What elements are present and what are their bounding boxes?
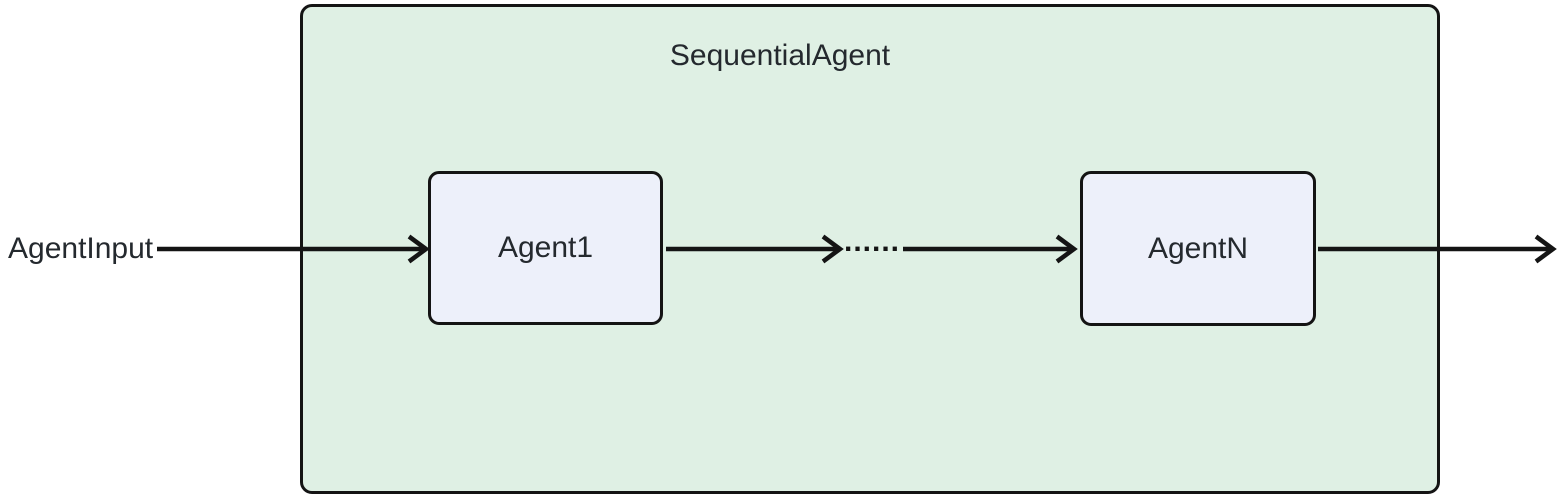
container-title: SequentialAgent — [669, 39, 891, 72]
agent-input-label: AgentInput — [8, 232, 154, 265]
node-agentn: AgentN — [1080, 171, 1316, 326]
node-agentn-label: AgentN — [1147, 231, 1249, 265]
node-agent1: Agent1 — [428, 171, 663, 325]
edge-dots-label: ...... — [843, 225, 900, 258]
node-agent1-label: Agent1 — [497, 231, 594, 264]
